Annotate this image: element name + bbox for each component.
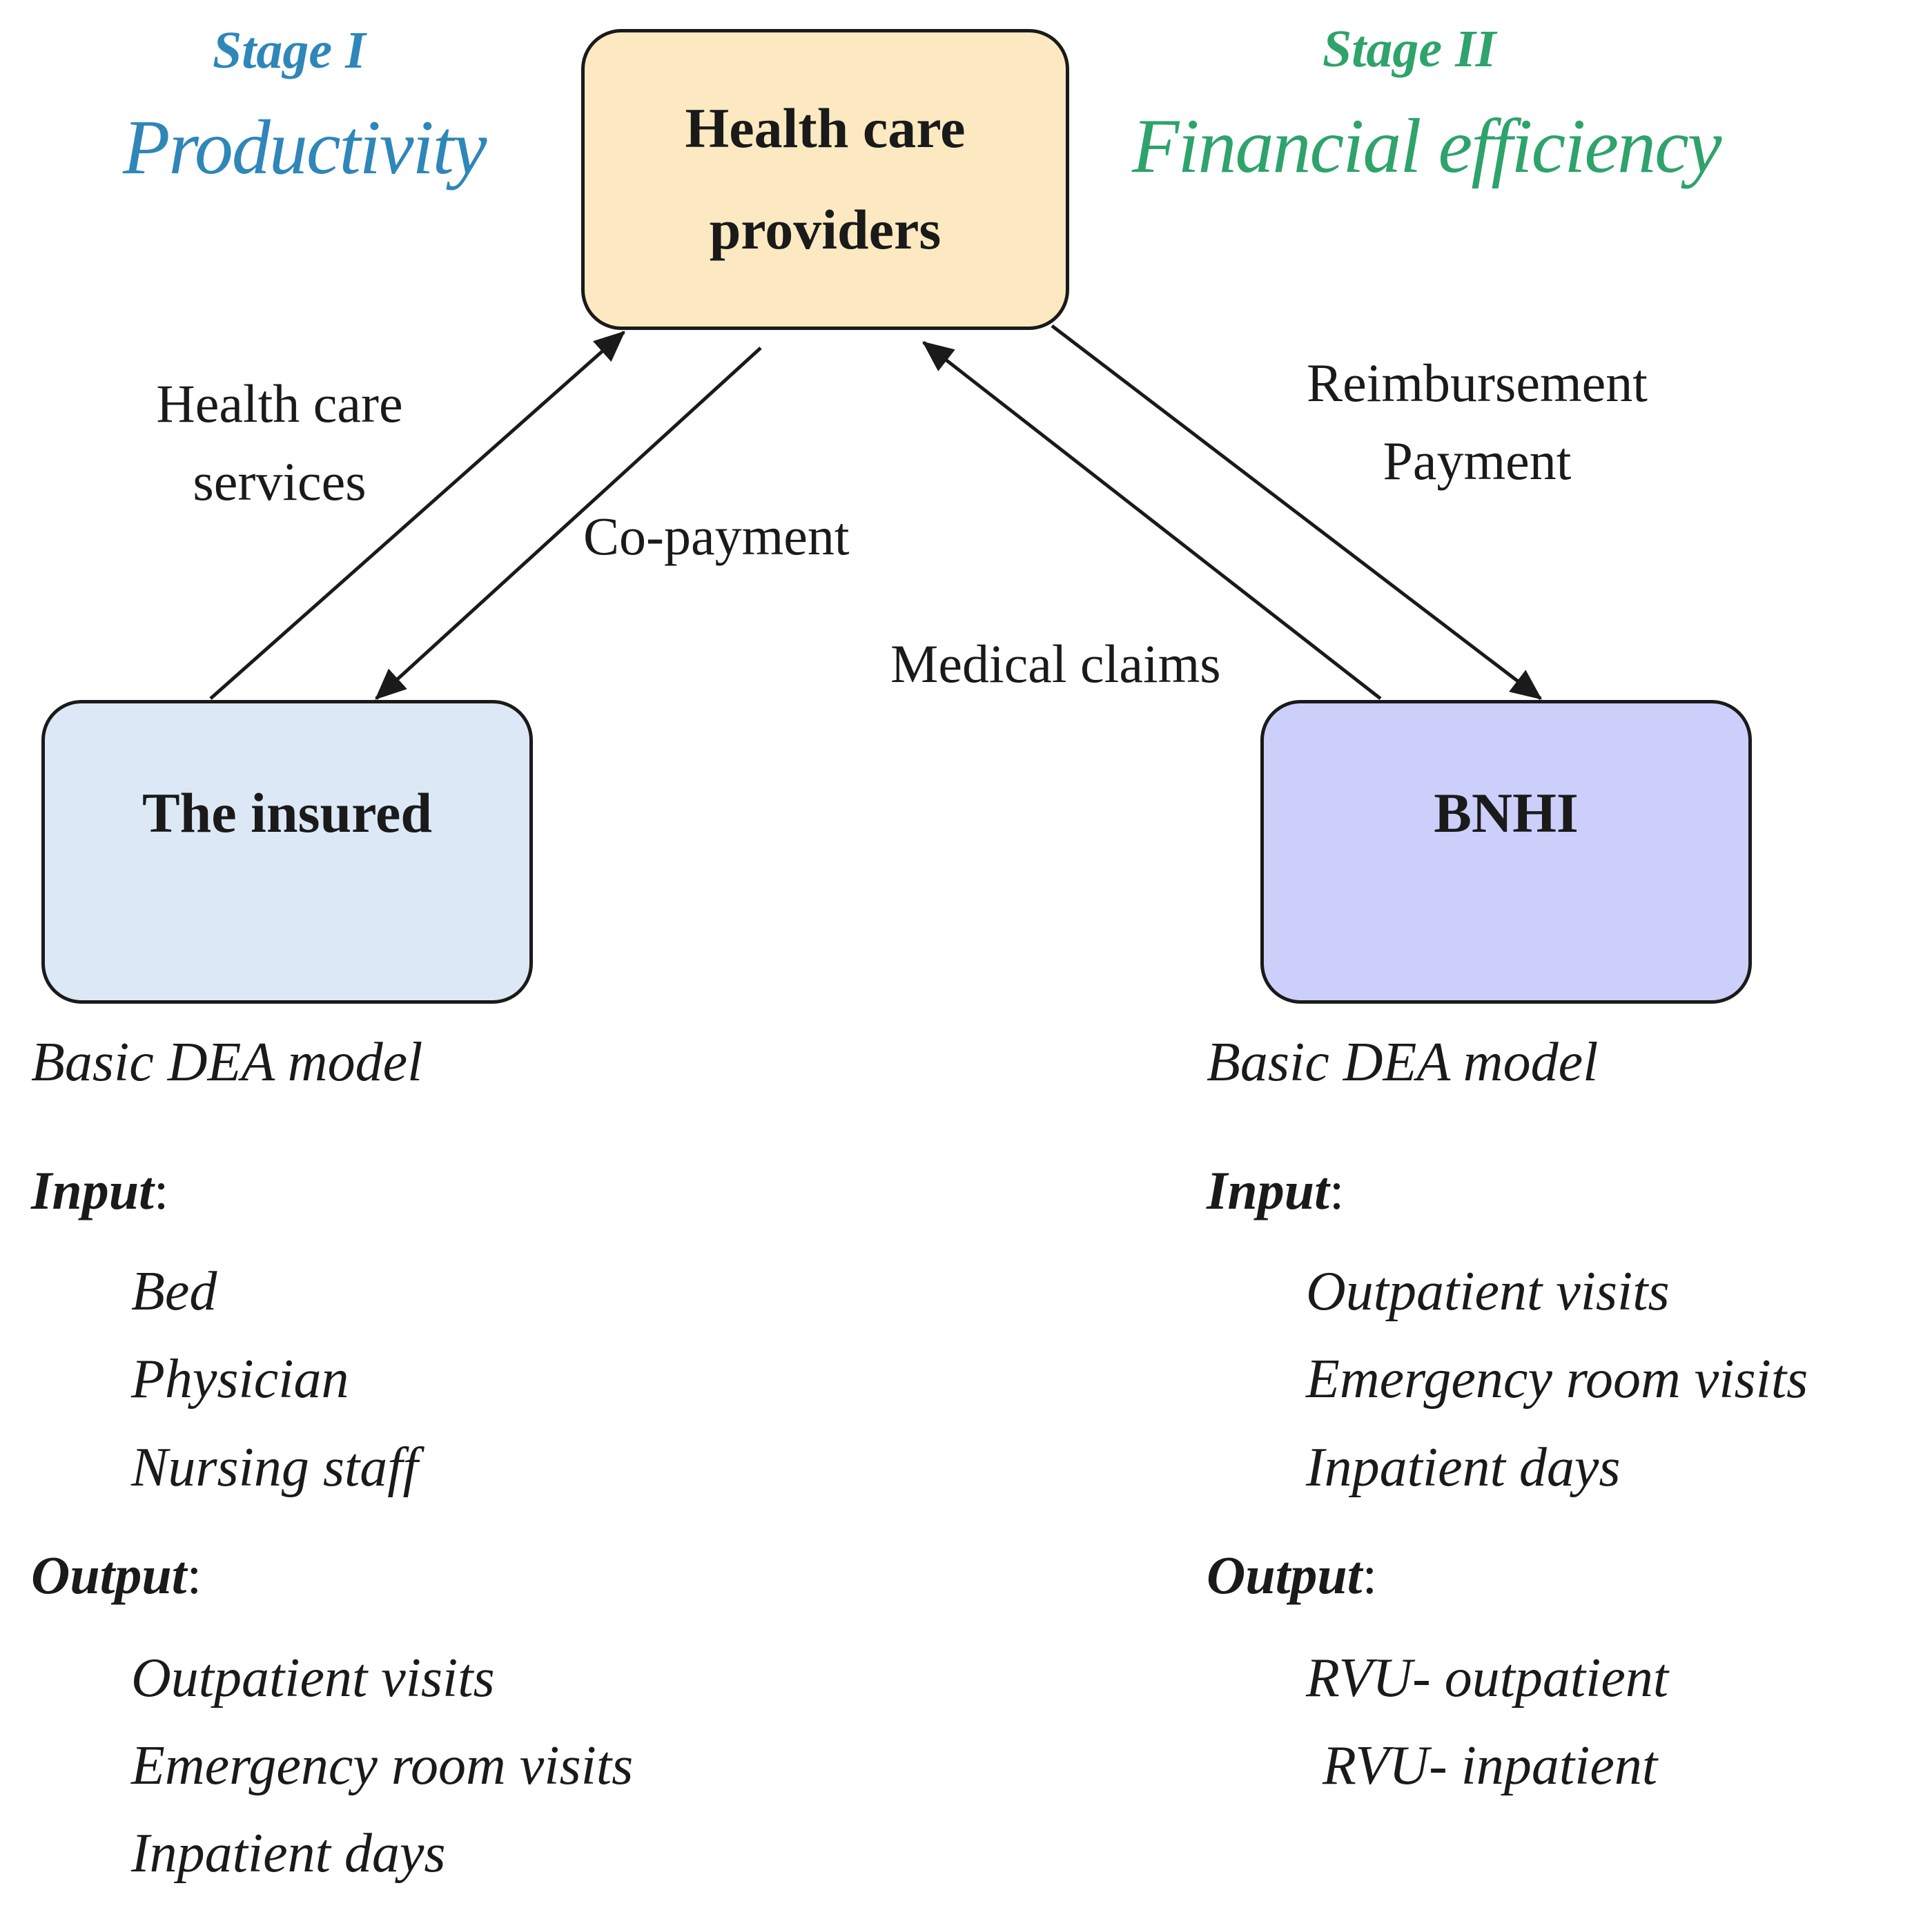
left-output-heading: Output: bbox=[31, 1545, 202, 1605]
stage-two-label: Stage II bbox=[1323, 20, 1496, 78]
node-bnhi-label: BNHI bbox=[1434, 781, 1579, 844]
arrow-services bbox=[209, 331, 625, 700]
right-output-label: Output bbox=[1207, 1545, 1363, 1605]
flow-label-services: Health care services bbox=[117, 364, 442, 520]
left-input-heading: Input: bbox=[31, 1160, 169, 1220]
node-providers-line2: providers bbox=[709, 198, 941, 261]
left-input-item: Bed bbox=[131, 1261, 217, 1322]
stage-one-label: Stage I bbox=[213, 21, 366, 79]
right-input-item: Inpatient days bbox=[1306, 1437, 1621, 1498]
flow-reimbursement-line2: Payment bbox=[1383, 431, 1572, 491]
left-output-item: Emergency room visits bbox=[131, 1735, 634, 1796]
left-input-item: Physician bbox=[131, 1349, 349, 1410]
left-input-item: Nursing staff bbox=[131, 1437, 418, 1498]
left-input-label: Input bbox=[31, 1160, 154, 1220]
left-output-item: Inpatient days bbox=[131, 1823, 446, 1884]
right-input-item: Outpatient visits bbox=[1306, 1261, 1670, 1322]
stage-two-title: Financial efficiency bbox=[1132, 104, 1721, 189]
flow-services-line2: services bbox=[193, 451, 367, 512]
flow-label-reimbursement: Reimbursement Payment bbox=[1256, 344, 1698, 500]
right-output-item: RVU- inpatient bbox=[1323, 1735, 1658, 1796]
flow-services-line1: Health care bbox=[156, 373, 403, 434]
right-input-label: Input bbox=[1207, 1160, 1329, 1220]
flow-label-copayment: Co-payment bbox=[583, 506, 850, 566]
node-bnhi: BNHI bbox=[1260, 700, 1752, 1004]
node-insured-label: The insured bbox=[142, 781, 432, 844]
stage-one-title: Productivity bbox=[123, 105, 487, 191]
arrow-claims bbox=[922, 341, 1382, 700]
node-health-care-providers: Health care providers bbox=[581, 29, 1069, 330]
right-output-item: RVU- outpatient bbox=[1306, 1648, 1669, 1709]
left-model-name: Basic DEA model bbox=[31, 1032, 423, 1093]
node-providers-line1: Health care bbox=[685, 97, 966, 160]
node-the-insured: The insured bbox=[41, 700, 533, 1004]
right-model-name: Basic DEA model bbox=[1207, 1032, 1599, 1093]
right-output-heading: Output: bbox=[1207, 1545, 1378, 1605]
left-output-label: Output bbox=[31, 1545, 187, 1605]
arrow-reimbursement bbox=[1051, 324, 1542, 700]
flow-label-claims: Medical claims bbox=[890, 634, 1221, 694]
left-output-item: Outpatient visits bbox=[131, 1648, 495, 1709]
arrow-copayment bbox=[375, 347, 762, 700]
right-input-heading: Input: bbox=[1207, 1160, 1345, 1220]
flow-reimbursement-line1: Reimbursement bbox=[1307, 353, 1648, 413]
right-input-item: Emergency room visits bbox=[1306, 1349, 1808, 1410]
